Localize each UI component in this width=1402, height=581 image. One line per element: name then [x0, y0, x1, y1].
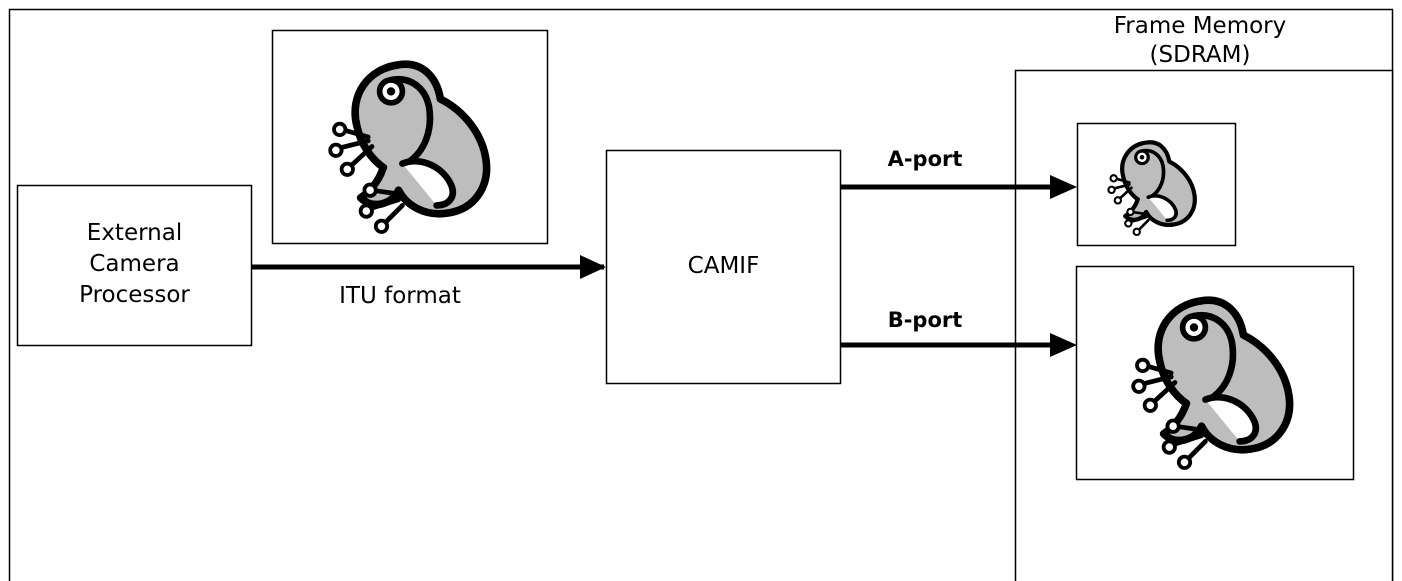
- frame-memory-title: Frame Memory (SDRAM): [1070, 12, 1330, 70]
- external-camera-line2: Camera: [89, 251, 180, 277]
- camif-label: CAMIF: [687, 253, 760, 279]
- itu-arrowhead: [580, 255, 606, 279]
- b-port-label: B-port: [887, 308, 963, 332]
- external-camera-box: [16, 184, 253, 347]
- external-camera-label: External Camera Processor: [17, 218, 252, 311]
- frame-memory-line2: (SDRAM): [1149, 42, 1251, 68]
- frame-memory-line1: Frame Memory: [1113, 13, 1287, 39]
- camif-box: [605, 149, 842, 385]
- itu-format-label: ITU format: [339, 283, 461, 309]
- b-port-arrowhead: [1050, 333, 1077, 357]
- external-camera-line3: Processor: [79, 282, 190, 308]
- a-port-label: A-port: [887, 147, 963, 171]
- external-camera-line1: External: [86, 220, 183, 246]
- a-port-arrowhead: [1050, 175, 1077, 199]
